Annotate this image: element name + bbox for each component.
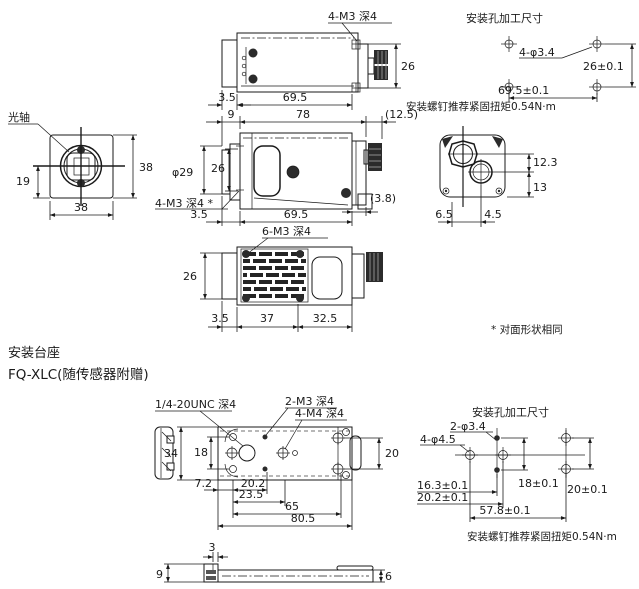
rear-dim-13: 13 bbox=[533, 181, 547, 194]
bracket-section-title: 安装台座 bbox=[8, 346, 60, 361]
hole-top-dim-69-5: 69.5±0.1 bbox=[498, 84, 549, 97]
bracket-unc-label: 1/4-20UNC 深4 bbox=[155, 398, 236, 411]
bracket-hole-3-4: 2-φ3.4 bbox=[450, 420, 486, 433]
front-dim-19: 19 bbox=[16, 175, 30, 188]
front-dim-38-bottom: 38 bbox=[74, 201, 88, 214]
bracket-hole-title: 安装孔加工尺寸 bbox=[472, 405, 549, 419]
plan-dim-18: 18 bbox=[194, 446, 208, 459]
side-dim-12-5: (12.5) bbox=[385, 108, 418, 121]
top-dim-26: 26 bbox=[401, 60, 415, 73]
side-dim-78: 78 bbox=[296, 108, 310, 121]
hole-top-title: 安装孔加工尺寸 bbox=[466, 11, 543, 25]
bracket-hole-diagram: 安装孔加工尺寸 2-φ3.4 4-φ4.5 18±0.1 20±0.1 bbox=[417, 405, 617, 543]
hole-top-note: 安装螺钉推荐紧固扭矩0.54N·m bbox=[406, 100, 556, 113]
sensor-bottom-view: 6-M3 深4 26 3.5 37 3 bbox=[183, 225, 383, 332]
bracket-hole-dim-16-3: 16.3±0.1 bbox=[417, 479, 468, 492]
bracket-hole-dim-20: 20±0.1 bbox=[567, 483, 608, 496]
bracket-hole-note: 安装螺钉推荐紧固扭矩0.54N·m bbox=[467, 530, 617, 543]
bside-dim-6: 6 bbox=[385, 570, 392, 583]
hole-top-label: 4-φ3.4 bbox=[519, 46, 555, 59]
bracket-plan-view: 34 18 20 7.2 20.2 23.5 65 80.5 bbox=[164, 426, 399, 530]
side-dim-3-8: (3.8) bbox=[370, 192, 396, 205]
side-m3-label: 4-M3 深4 * bbox=[155, 197, 213, 210]
side-dim-69-5: 69.5 bbox=[284, 208, 309, 221]
bracket-hole-dim-18: 18±0.1 bbox=[518, 477, 559, 490]
bottom-dim-32-5: 32.5 bbox=[313, 312, 338, 325]
bottom-m3-label: 6-M3 深4 bbox=[262, 225, 311, 238]
bottom-dim-37: 37 bbox=[260, 312, 274, 325]
side-dim-9: 9 bbox=[228, 108, 235, 121]
bracket-side-view: 3 9 6 bbox=[156, 541, 392, 583]
bracket-hole-dim-20-2: 20.2±0.1 bbox=[417, 491, 468, 504]
plan-dim-80-5: 80.5 bbox=[291, 512, 316, 525]
bside-dim-3: 3 bbox=[209, 541, 216, 554]
bside-dim-9: 9 bbox=[156, 568, 163, 581]
sensor-rear-view: 12.3 13 6.5 4.5 bbox=[435, 126, 558, 227]
sensor-top-view: 4-M3 深4 26 3.5 69.5 bbox=[208, 10, 415, 110]
bracket-hole-dim-57-8: 57.8±0.1 bbox=[479, 504, 530, 517]
side-dim-phi29: φ29 bbox=[172, 166, 193, 179]
bracket-m4-label: 4-M4 深4 bbox=[295, 407, 344, 420]
bracket-model: FQ-XLC(随传感器附赠) bbox=[8, 366, 149, 383]
optical-axis-label: 光轴 bbox=[8, 110, 30, 124]
bracket-m3-label: 2-M3 深4 bbox=[285, 395, 334, 408]
top-dim-3-5: 3.5 bbox=[218, 91, 236, 104]
sensor-hole-diagram: 安装孔加工尺寸 4-φ3.4 26±0.1 69.5±0.1 安装螺钉推荐紧固扭… bbox=[406, 11, 636, 113]
plan-dim-20-2: 20.2 bbox=[241, 477, 266, 490]
sensor-side-view: 9 78 (12.5) φ29 26 4-M3 深4 * 3.5 69.5 (3… bbox=[155, 108, 418, 226]
side-dim-26: 26 bbox=[211, 162, 225, 175]
front-dim-38-right: 38 bbox=[139, 161, 153, 174]
plan-dim-34: 34 bbox=[164, 447, 178, 460]
plan-dim-65: 65 bbox=[285, 500, 299, 513]
rear-dim-6-5: 6.5 bbox=[435, 208, 453, 221]
top-m3-label: 4-M3 深4 bbox=[328, 10, 377, 23]
bracket-labels: 1/4-20UNC 深4 2-M3 深4 4-M4 深4 bbox=[155, 395, 347, 450]
same-shape-note: * 对面形状相同 bbox=[491, 323, 563, 336]
sensor-front-view: 光轴 19 38 38 bbox=[8, 110, 153, 220]
hole-top-dim-26: 26±0.1 bbox=[583, 60, 624, 73]
side-dim-3-5: 3.5 bbox=[190, 208, 208, 221]
plan-dim-7-2: 7.2 bbox=[195, 477, 213, 490]
plan-dim-23-5: 23.5 bbox=[239, 488, 264, 501]
rear-dim-12-3: 12.3 bbox=[533, 156, 558, 169]
plan-dim-20: 20 bbox=[385, 447, 399, 460]
bottom-dim-26: 26 bbox=[183, 270, 197, 283]
top-dim-69-5: 69.5 bbox=[283, 91, 308, 104]
rear-dim-4-5: 4.5 bbox=[484, 208, 502, 221]
bracket-end-view bbox=[154, 426, 175, 480]
bracket-hole-4-5: 4-φ4.5 bbox=[420, 433, 456, 446]
bottom-dim-3-5: 3.5 bbox=[211, 312, 229, 325]
